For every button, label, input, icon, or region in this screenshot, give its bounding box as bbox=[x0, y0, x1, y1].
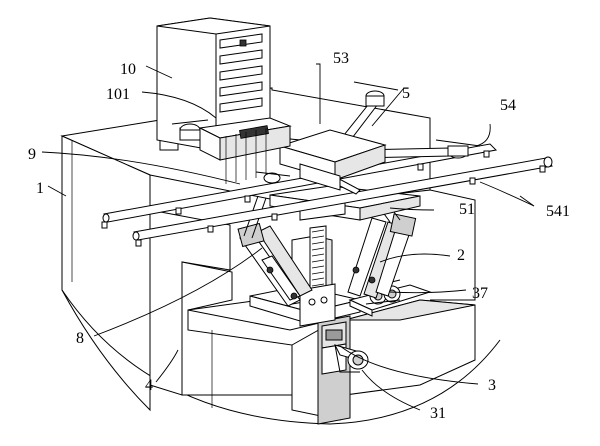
label-101: 101 bbox=[106, 86, 130, 103]
label-541: 541 bbox=[546, 203, 570, 220]
label-4: 4 bbox=[145, 377, 153, 394]
track-assembly bbox=[317, 315, 369, 425]
leader-lines bbox=[41, 63, 535, 411]
control-box bbox=[156, 17, 271, 151]
label-2: 2 bbox=[457, 247, 465, 264]
label-1: 1 bbox=[36, 180, 44, 197]
label-51: 51 bbox=[459, 201, 475, 218]
label-54: 54 bbox=[500, 97, 516, 114]
label-3: 3 bbox=[488, 377, 496, 394]
parallel-arms bbox=[237, 195, 417, 307]
reference-labels: 10 101 9 1 53 5 54 541 51 2 37 8 4 3 31 bbox=[28, 50, 570, 422]
drone-frame bbox=[171, 81, 481, 195]
label-5: 5 bbox=[402, 85, 410, 102]
label-10: 10 bbox=[120, 61, 136, 78]
label-31: 31 bbox=[430, 405, 446, 422]
label-53: 53 bbox=[333, 50, 349, 67]
label-9: 9 bbox=[28, 146, 36, 163]
label-8: 8 bbox=[76, 330, 84, 347]
label-37: 37 bbox=[472, 285, 488, 302]
